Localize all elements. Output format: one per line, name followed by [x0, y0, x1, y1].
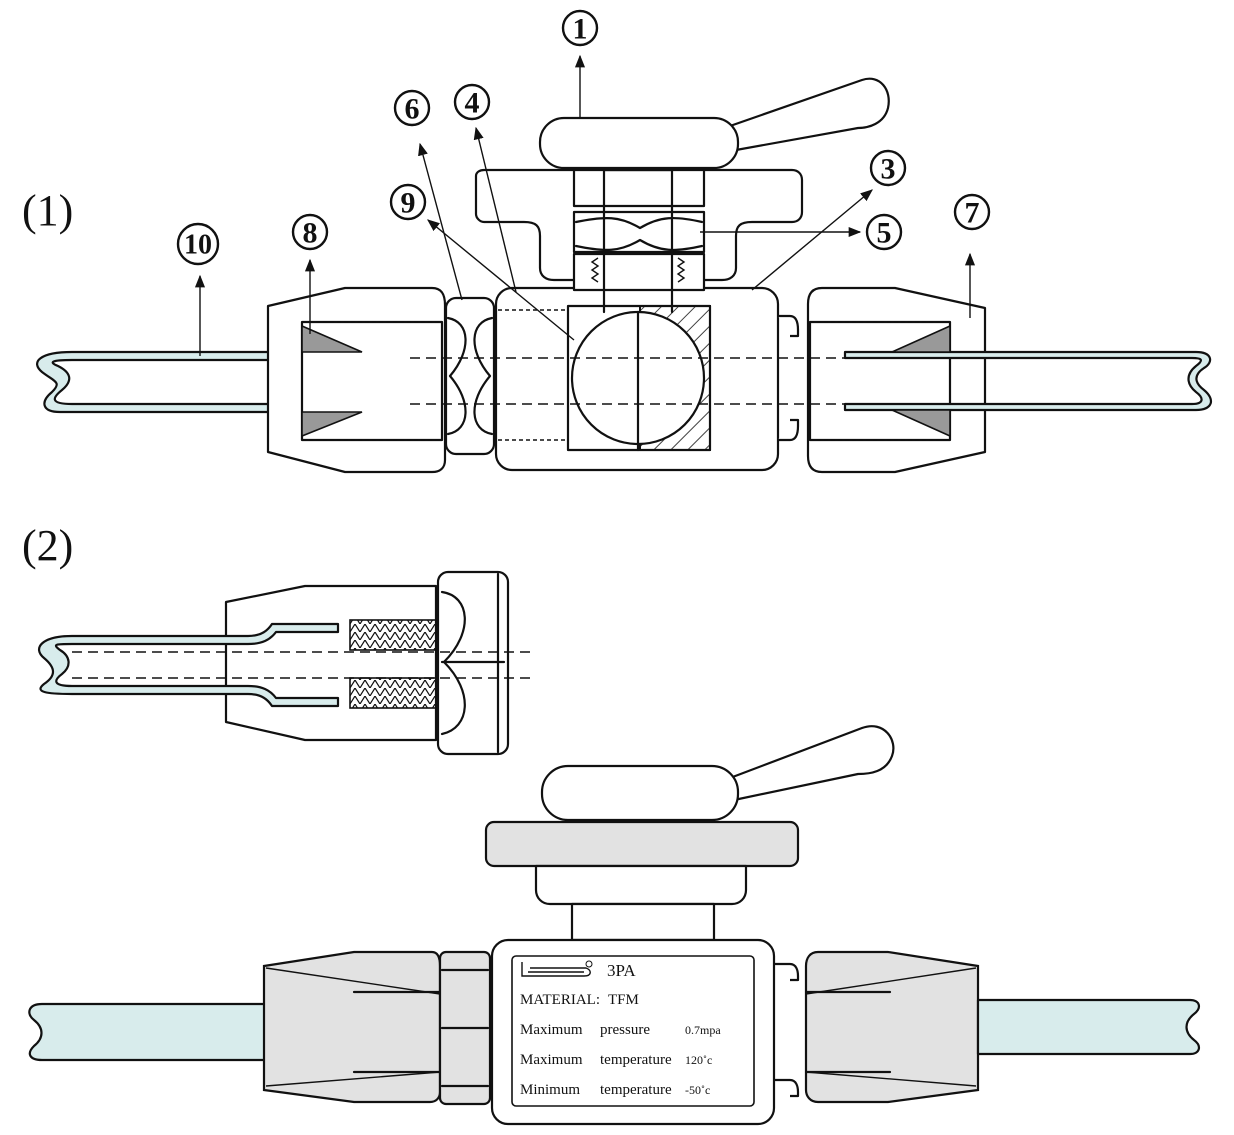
- section-label-2: (2): [22, 521, 73, 570]
- right-ferrule-top: [891, 324, 951, 353]
- plate-row1-label2: pressure: [600, 1022, 650, 1038]
- left-ferrule-bottom: [301, 411, 363, 438]
- hex-lock-nut: [444, 296, 496, 456]
- valve-bonnet: [474, 148, 804, 314]
- nameplate: 3PA MATERIAL: TFM Maximum pressure 0.7mp…: [511, 955, 755, 1107]
- exterior-handle-hub: [540, 764, 740, 822]
- figure-3-exterior-view: 3PA MATERIAL: TFM Maximum pressure 0.7mp…: [28, 725, 1200, 1126]
- plate-row3-label2: temperature: [600, 1082, 672, 1098]
- section-label-1: (1): [22, 186, 73, 235]
- valve-handle: [538, 77, 890, 170]
- right-union-nut: [806, 286, 987, 474]
- left-union-nut: [266, 286, 447, 474]
- plate-row2-label1: Maximum: [520, 1052, 583, 1068]
- callout-6-number: 6: [405, 93, 420, 126]
- valve-body: [494, 286, 800, 472]
- exterior-handle-lever: [728, 725, 895, 802]
- callout-7: 7: [953, 193, 991, 231]
- callout-9-number: 9: [401, 187, 416, 220]
- right-ferrule-bottom: [891, 409, 951, 438]
- plate-model: 3PA: [607, 961, 636, 980]
- callout-5-number: 5: [877, 217, 892, 250]
- callout-10-number: 10: [184, 230, 212, 261]
- callout-8: 8: [291, 213, 329, 251]
- logo-mark: [521, 960, 593, 977]
- flared-tube: [38, 622, 340, 708]
- callout-8-number: 8: [303, 217, 318, 250]
- callout-1: 1: [561, 9, 599, 47]
- plate-row3-value: -50˚c: [685, 1083, 710, 1097]
- plate-row1-label1: Maximum: [520, 1022, 583, 1038]
- figure-1-cross-section: 1 3 4 5 6 7 8 9: [36, 9, 1213, 474]
- exterior-right-tube: [976, 998, 1200, 1056]
- left-ferrule-top: [301, 324, 363, 353]
- figure-2-flare-detail: [38, 570, 530, 756]
- exterior-bonnet-cap: [484, 820, 800, 868]
- exterior-right-nut: [804, 950, 980, 1104]
- callout-leaders: [194, 54, 976, 356]
- plate-row3-label1: Minimum: [520, 1082, 580, 1098]
- callout-4: 4: [453, 83, 491, 121]
- exterior-left-tube: [28, 1002, 272, 1062]
- callout-1-number: 1: [573, 13, 588, 46]
- plate-row2-label2: temperature: [600, 1052, 672, 1068]
- plate-row2-value: 120˚c: [685, 1053, 712, 1067]
- plate-material-value: TFM: [608, 992, 639, 1008]
- plate-row1-value: 0.7mpa: [685, 1023, 721, 1037]
- callout-5: 5: [865, 213, 903, 251]
- callout-4-number: 4: [465, 87, 480, 120]
- callout-3: 3: [869, 149, 907, 187]
- plate-material-label: MATERIAL:: [520, 992, 600, 1008]
- callout-6: 6: [393, 89, 431, 127]
- callout-3-number: 3: [881, 153, 896, 186]
- callout-9: 9: [389, 183, 427, 221]
- callout-7-number: 7: [965, 197, 980, 230]
- callout-10: 10: [176, 222, 220, 266]
